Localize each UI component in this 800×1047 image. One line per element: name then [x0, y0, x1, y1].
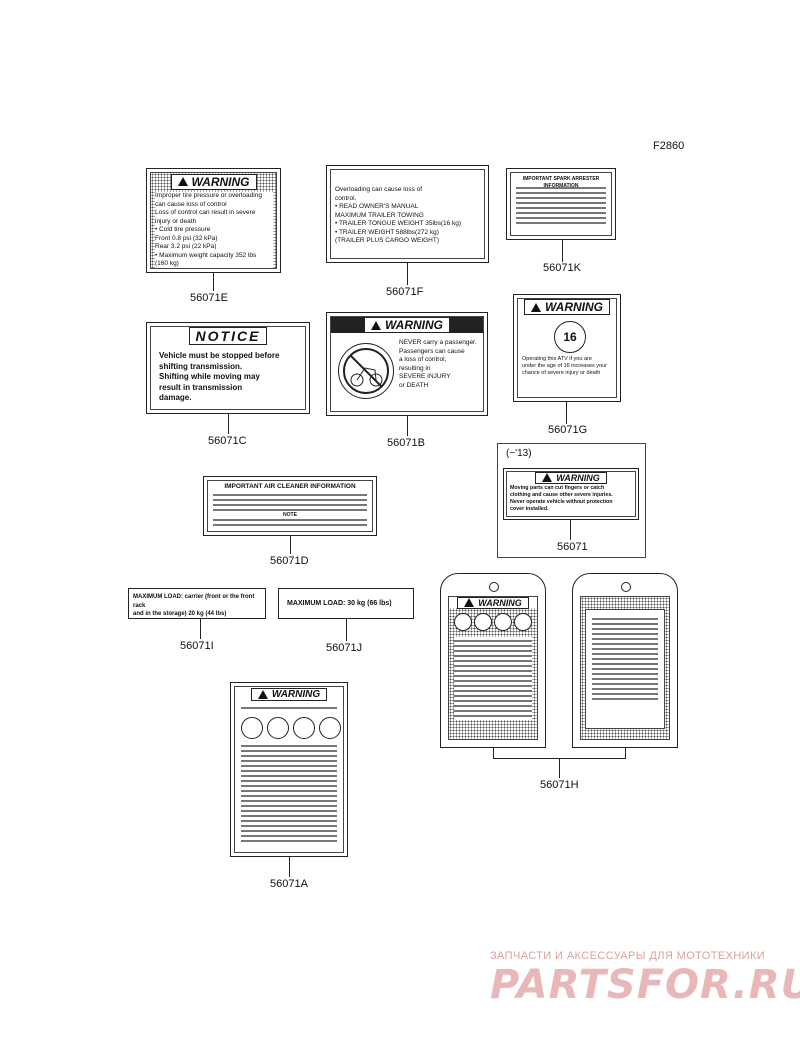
- pictogram-icon: [514, 613, 532, 631]
- part-number-56071e: 56071E: [190, 292, 228, 304]
- header: WARNING: [478, 597, 522, 608]
- hang-tag-back: [572, 573, 678, 748]
- leader-line: [562, 240, 563, 262]
- header: IMPORTANT SPARK ARRESTER INFORMATION: [522, 176, 600, 189]
- label-text: NEVER carry a passenger. Passengers can …: [399, 339, 477, 389]
- part-number-56071k: 56071K: [543, 262, 581, 274]
- label-text: Operating this ATV if you are under the …: [522, 356, 608, 376]
- header: IMPORTANT AIR CLEANER INFORMATION: [224, 483, 356, 490]
- leader-line: [566, 402, 567, 424]
- label-56071j: MAXIMUM LOAD: 30 kg (66 lbs): [278, 588, 414, 619]
- watermark-tagline: ЗАПЧАСТИ И АКСЕССУАРЫ ДЛЯ МОТОТЕХНИКИ: [490, 950, 766, 962]
- label-text: Vehicle must be stopped before shifting …: [159, 351, 280, 402]
- label-text: Moving parts can cut fingers or catch cl…: [510, 485, 613, 512]
- pictogram-icon: [267, 717, 289, 739]
- leader-line: [570, 520, 571, 540]
- pictogram-icon: [454, 613, 472, 631]
- warning-triangle-icon: [464, 598, 475, 607]
- part-number-56071: 56071: [557, 541, 588, 553]
- pictogram-icon: [319, 717, 341, 739]
- label-text: Overloading can cause loss of control. •…: [335, 186, 462, 244]
- hang-tag-front: WARNING: [440, 573, 546, 748]
- figure-code: F2860: [653, 140, 685, 152]
- pictogram-icon: [293, 717, 315, 739]
- pictogram-icon: [241, 717, 263, 739]
- tag-hole: [489, 582, 499, 592]
- part-number-56071a: 56071A: [270, 878, 308, 890]
- watermark-logo: PARTSFOR.RU: [490, 962, 800, 1008]
- tag-hole: [621, 582, 631, 592]
- warning-triangle-icon: [257, 690, 268, 699]
- leader-line: [559, 758, 560, 778]
- leader-line: [228, 414, 229, 434]
- leader-line: [407, 263, 408, 285]
- part-number-56071j: 56071J: [326, 642, 363, 654]
- label-56071e: WARNING Improper tire pressure or overlo…: [146, 168, 281, 273]
- age-restriction-icon: 16: [554, 321, 586, 353]
- label-text: MAXIMUM LOAD: carrier (front or the fron…: [133, 594, 255, 617]
- leader-line: [346, 619, 347, 641]
- note-heading: NOTE: [283, 512, 297, 518]
- label-text: Improper tire pressure or overloading ca…: [155, 192, 273, 268]
- pictogram-icon: [474, 613, 492, 631]
- header: WARNING: [271, 689, 321, 700]
- header: WARNING: [191, 174, 250, 189]
- year-note: (~'13): [506, 448, 532, 459]
- part-number-56071d: 56071D: [270, 555, 309, 567]
- leader-line: [200, 619, 201, 639]
- label-56071c: NOTICE Vehicle must be stopped before sh…: [146, 322, 310, 414]
- header: WARNING: [545, 300, 603, 314]
- part-number-56071c: 56071C: [208, 435, 247, 447]
- leader-line: [213, 273, 214, 291]
- warning-triangle-icon: [371, 320, 381, 330]
- label-56071: WARNING Moving parts can cut fingers or …: [503, 468, 639, 520]
- leader-line: [407, 416, 408, 436]
- label-56071d: IMPORTANT AIR CLEANER INFORMATION NOTE: [203, 476, 377, 536]
- label-56071f: Overloading can cause loss of control. •…: [326, 165, 489, 263]
- no-passenger-icon: [338, 343, 394, 399]
- label-56071g: WARNING 16 Operating this ATV if you are…: [513, 294, 621, 402]
- age-badge: 16: [563, 330, 577, 344]
- label-56071b: WARNING NEVER carry a passenger. Passeng…: [326, 312, 488, 416]
- header: WARNING: [556, 472, 600, 483]
- year-range-frame: (~'13): [497, 443, 646, 558]
- part-number-56071i: 56071I: [180, 640, 214, 652]
- header: NOTICE: [188, 327, 268, 345]
- part-number-56071f: 56071F: [386, 286, 424, 298]
- leader-line: [290, 536, 291, 554]
- pictogram-icon: [494, 613, 512, 631]
- label-56071a: WARNING: [230, 682, 348, 857]
- warning-triangle-icon: [177, 177, 188, 186]
- label-56071i: MAXIMUM LOAD: carrier (front or the fron…: [128, 588, 266, 619]
- part-number-56071b: 56071B: [387, 437, 425, 449]
- header: WARNING: [385, 318, 443, 332]
- leader-line: [289, 857, 290, 877]
- part-number-56071g: 56071G: [548, 424, 588, 436]
- label-text: MAXIMUM LOAD: 30 kg (66 lbs): [287, 600, 392, 607]
- leader-line: [493, 748, 494, 758]
- label-56071k: IMPORTANT SPARK ARRESTER INFORMATION: [506, 168, 616, 240]
- warning-triangle-icon: [531, 302, 541, 312]
- leader-line: [625, 748, 626, 758]
- warning-triangle-icon: [542, 473, 553, 482]
- part-number-56071h: 56071H: [540, 779, 579, 791]
